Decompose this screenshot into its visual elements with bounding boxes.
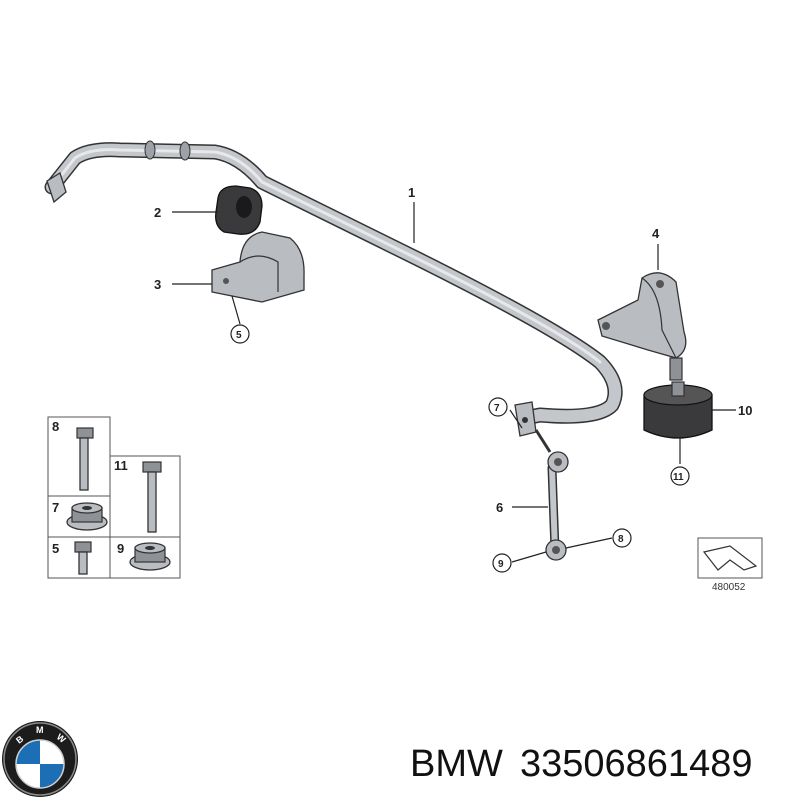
callout-5-circle [230, 324, 250, 344]
legend-label-11: 11 [114, 458, 128, 473]
legend-label-9: 9 [117, 541, 124, 556]
callout-10: 10 [738, 403, 752, 418]
bolt-icon [74, 541, 92, 575]
callout-5: 5 [236, 330, 242, 341]
brand-name: BMW [410, 743, 503, 785]
stabilizer-bar-icon [44, 140, 623, 437]
legend-label-7: 7 [52, 500, 59, 515]
callout-2: 2 [154, 205, 161, 220]
bracket-icon [597, 272, 687, 381]
callout-7-circle [488, 397, 508, 417]
hardware-legend: 8 11 7 5 9 [47, 416, 181, 579]
callout-4: 4 [652, 226, 660, 241]
reference-number: 480052 [712, 582, 746, 593]
legend-label-5: 5 [52, 541, 59, 556]
callout-8-circle [612, 528, 632, 548]
nut-icon [129, 542, 171, 571]
callout-8: 8 [618, 534, 624, 545]
arrow-icon [702, 545, 758, 571]
rubber-mounting-icon [215, 185, 263, 235]
callout-11-circle [670, 466, 690, 486]
bolt-icon [76, 427, 94, 491]
leader-lines [172, 202, 736, 563]
rubber-mounting-icon [643, 381, 713, 439]
bmw-logo-icon: B M W [2, 721, 78, 797]
callout-6: 6 [496, 500, 503, 515]
nut-icon [66, 502, 108, 531]
reference-box: 480052 [697, 537, 763, 593]
svg-text:M: M [36, 725, 44, 735]
callout-9-circle [492, 553, 512, 573]
callout-7: 7 [494, 403, 500, 414]
link-rod-icon [534, 429, 569, 561]
bracket-icon [211, 231, 305, 303]
callout-1: 1 [408, 185, 415, 200]
callout-labels: 1 2 3 4 5 6 7 8 9 10 11 [154, 185, 752, 573]
callout-11: 11 [673, 472, 684, 483]
callout-3: 3 [154, 277, 161, 292]
callout-9: 9 [498, 559, 504, 570]
legend-label-8: 8 [52, 419, 59, 434]
bolt-icon [142, 461, 162, 533]
svg-text:B: B [14, 733, 26, 745]
part-number: 33506861489 [520, 743, 752, 785]
